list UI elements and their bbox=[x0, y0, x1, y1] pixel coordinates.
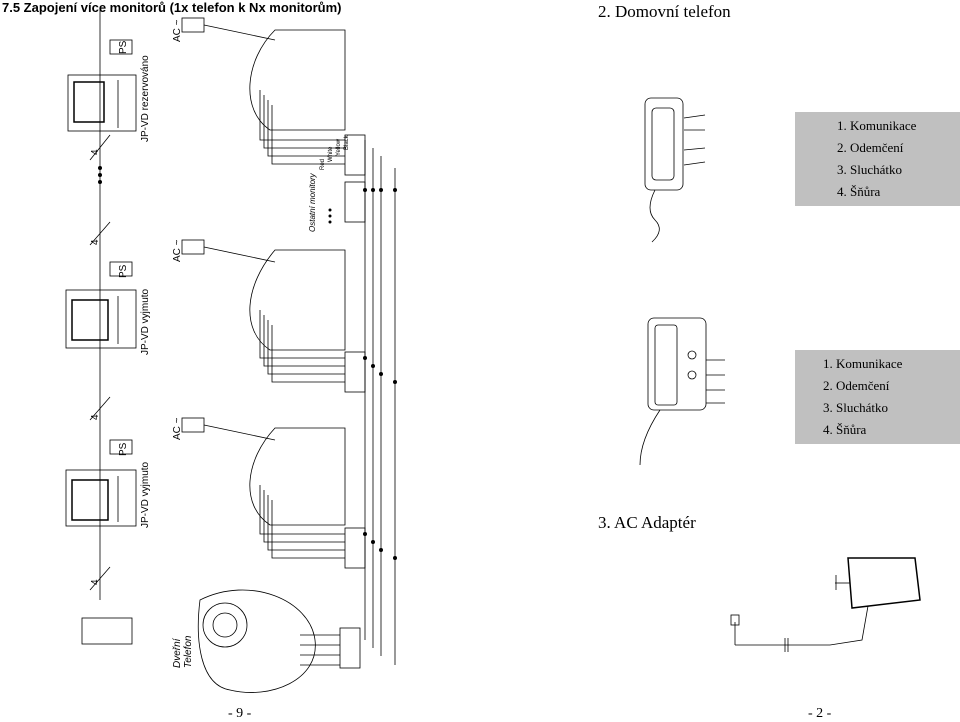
monitor-3-wire-count: 4 bbox=[90, 414, 101, 420]
section3-title: 3. AC Adaptér bbox=[598, 513, 696, 532]
wiring-diagram bbox=[65, 10, 397, 693]
monitor-2-switch-label: JP-VD vyjmuto bbox=[140, 288, 151, 355]
monitor-3-switch-label: JP-VD vyjmuto bbox=[140, 461, 151, 528]
wire-label-white: White bbox=[328, 146, 334, 162]
monitor-1-wire-count: 4 bbox=[90, 149, 101, 155]
monitor-1-ac-label: AC ~ bbox=[172, 19, 183, 42]
legend1-item-4: 4. Šňůra bbox=[837, 184, 881, 199]
door-phone-text: Dveřní Telefon bbox=[172, 635, 194, 668]
wire-label-yellow: Yellow bbox=[336, 138, 342, 156]
right-page-number: - 2 - bbox=[808, 706, 832, 721]
monitor-2-ac-label: AC ~ bbox=[172, 239, 183, 262]
legend2-item-2: 2. Odemčení bbox=[823, 378, 890, 393]
handset-legend-2: 1. Komunikace 2. Odemčení 3. Sluchátko 4… bbox=[795, 350, 960, 444]
section2-title: 2. Domovní telefon bbox=[598, 2, 731, 21]
other-monitors-label: Ostatní monitory bbox=[308, 173, 317, 232]
left-page-number: - 9 - bbox=[228, 706, 252, 721]
monitor-3-ac-label: AC ~ bbox=[172, 417, 183, 440]
legend1-item-1: 1. Komunikace bbox=[837, 118, 917, 133]
monitor-1-switch-label: JP-VD rezervováno bbox=[140, 55, 151, 142]
wire-label-red: Red bbox=[320, 158, 326, 170]
monitor-3-ps-label: PS bbox=[118, 442, 129, 456]
right-illustrations bbox=[639, 97, 921, 652]
legend2-item-4: 4. Šňůra bbox=[823, 422, 867, 437]
wire-label-black: Black bbox=[344, 135, 350, 150]
legend2-item-1: 1. Komunikace bbox=[823, 356, 903, 371]
extra-wire-count: 4 bbox=[90, 579, 101, 585]
handset-legend-1: 1. Komunikace 2. Odemčení 3. Sluchátko 4… bbox=[795, 112, 960, 206]
monitor-2-ps-label: PS bbox=[118, 264, 129, 278]
legend2-item-3: 3. Sluchátko bbox=[823, 400, 888, 415]
heading: 7.5 Zapojení více monitorů (1x telefon k… bbox=[2, 0, 342, 15]
monitor-2-wire-count: 4 bbox=[90, 239, 101, 245]
door-phone-label: Dveřní Telefon bbox=[172, 636, 194, 668]
legend1-item-3: 3. Sluchátko bbox=[837, 162, 902, 177]
legend1-item-2: 2. Odemčení bbox=[837, 140, 904, 155]
monitor-1-ps-label: PS bbox=[118, 40, 129, 54]
